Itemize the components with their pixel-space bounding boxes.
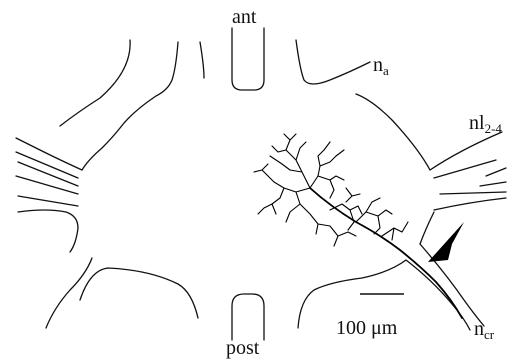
nerve-upper-left-root (200, 42, 204, 78)
nerve-left-fan-3 (16, 176, 78, 194)
nerve-nl-label: nl2-4 (469, 113, 502, 135)
nerve-ncr-label: ncr (474, 319, 494, 341)
nerve-right-lower (434, 198, 506, 210)
nerve-left-lower (18, 210, 78, 252)
nerve-upper-left-inner (82, 42, 178, 170)
black-arrowhead-icon (428, 222, 464, 262)
nerve-upper-left-outer (60, 40, 130, 126)
neuron-dendrites (254, 134, 408, 246)
nerve-na-upper (296, 40, 370, 84)
anterior-connective (232, 28, 264, 90)
posterior-label: post (226, 338, 259, 358)
scale-bar-label: 100 μm (336, 318, 397, 338)
nerve-lower-left-outer (46, 258, 92, 328)
nerve-left-fan-4 (18, 196, 78, 206)
nerve-right-fan-2 (486, 168, 506, 176)
nerve-right-fan-3 (480, 182, 506, 186)
nerve-cr-inner (420, 244, 484, 326)
nerve-na-label: na (373, 55, 389, 77)
anterior-label: ant (232, 7, 256, 27)
nerve-lower-left-inner (80, 268, 198, 318)
nerve-right-bottom (420, 212, 434, 244)
nerve-na-lower (356, 94, 430, 170)
posterior-connective (232, 294, 264, 340)
nerve-right-fan-4 (440, 192, 506, 194)
nerve-right-upper (430, 132, 502, 170)
